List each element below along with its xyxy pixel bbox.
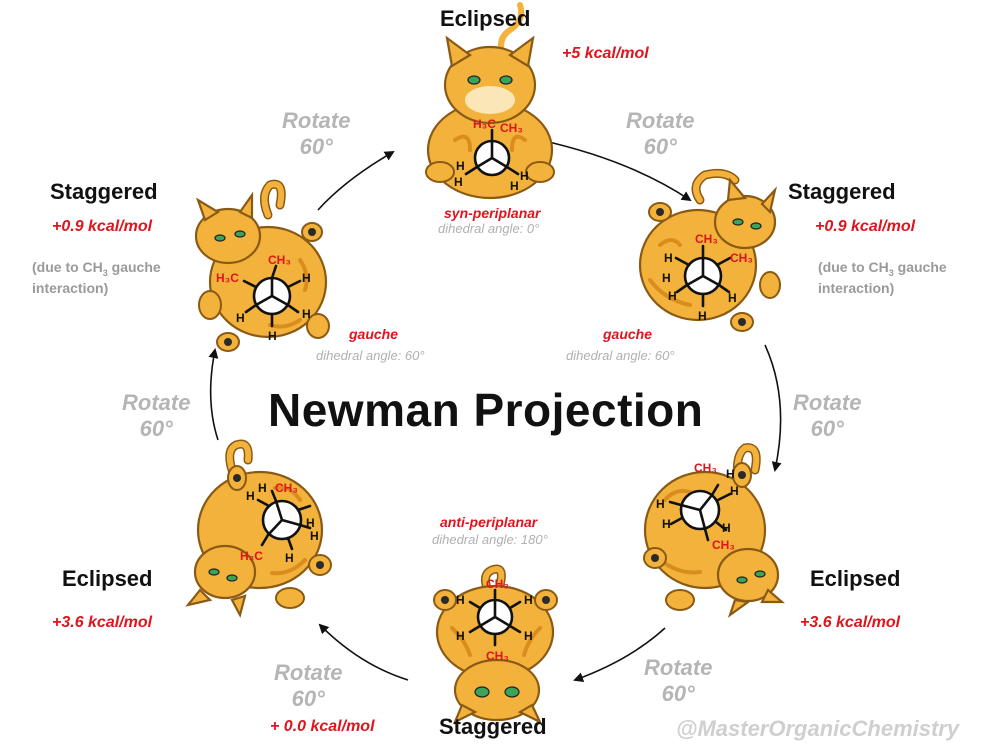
cat-illustration-lower-right: [643, 443, 785, 618]
atom-label-h: H: [302, 307, 311, 321]
atom-label-ch3: CH₃: [486, 577, 509, 591]
atom-label-h: H: [510, 179, 519, 193]
energy-label-lower-left: +3.6 kcal/mol: [52, 614, 153, 631]
dihedral-angle-upper-right: dihedral angle: 60°: [566, 348, 675, 363]
conformer-label-bottom: Staggered: [439, 714, 547, 739]
diagram-title: Newman Projection: [268, 384, 704, 436]
atom-label-h: H: [662, 517, 671, 531]
atom-label-h3c: H₃C: [473, 117, 496, 131]
energy-label-bottom: + 0.0 kcal/mol: [270, 718, 375, 735]
atom-label-h: H: [730, 484, 739, 498]
atom-label-h: H: [306, 516, 315, 530]
atom-labels: H₃C CH₃ H H H H CH₃ CH₃ H H H H H CH₃ H₃…: [216, 117, 753, 663]
conformer-label-lower-right: Eclipsed: [810, 566, 901, 591]
atom-label-ch3: CH₃: [268, 253, 291, 267]
atom-label-h: H: [726, 467, 735, 481]
atom-label-h: H: [236, 311, 245, 325]
dihedral-angle-bottom: dihedral angle: 180°: [432, 532, 548, 547]
cat-illustration-lower-left: [185, 439, 332, 618]
atom-label-h: H: [662, 271, 671, 285]
newman-projection-lower-left: [256, 489, 312, 551]
gauche-note-upper-right: (due to CH3 gauche interaction): [818, 259, 947, 296]
atom-label-h: H: [656, 497, 665, 511]
atom-label-h: H: [520, 169, 529, 183]
conformer-label-upper-left: Staggered: [50, 179, 158, 204]
atom-label-h3c: H₃C: [216, 271, 239, 285]
conformation-name-bottom: anti-periplanar: [440, 514, 538, 530]
atom-label-h: H: [698, 309, 707, 323]
atom-label-h: H: [524, 629, 533, 643]
atom-label-ch3: CH₃: [694, 461, 717, 475]
conformer-label-lower-left: Eclipsed: [62, 566, 153, 591]
atom-label-h: H: [524, 593, 533, 607]
dihedral-angle-upper-left: dihedral angle: 60°: [316, 348, 425, 363]
atom-label-ch3: CH₃: [712, 538, 735, 552]
atom-label-ch3: CH₃: [486, 649, 509, 663]
cat-illustration-upper-left: [194, 179, 330, 352]
dihedral-angle-top: dihedral angle: 0°: [438, 221, 540, 236]
atom-label-h: H: [664, 251, 673, 265]
atom-label-h: H: [310, 529, 319, 543]
atom-label-h: H: [246, 489, 255, 503]
energy-label-lower-right: +3.6 kcal/mol: [800, 614, 901, 631]
energy-label-upper-right: +0.9 kcal/mol: [815, 218, 916, 235]
newman-projection-lower-right: [668, 483, 732, 542]
atom-label-h: H: [668, 289, 677, 303]
conformer-label-upper-right: Staggered: [788, 179, 896, 204]
energy-label-top: +5 kcal/mol: [562, 45, 649, 62]
rotation-arrow-bottom-left: [318, 623, 409, 681]
atom-label-h: H: [456, 629, 465, 643]
atom-label-h: H: [722, 521, 731, 535]
conformation-name-upper-left: gauche: [349, 326, 399, 342]
newman-projection-top: [464, 128, 520, 177]
atom-label-h: H: [728, 291, 737, 305]
atom-label-h: H: [454, 175, 463, 189]
atom-label-ch3: CH₃: [730, 251, 753, 265]
conformer-label-top: Eclipsed: [440, 6, 531, 31]
newman-projection-bottom: [468, 588, 522, 647]
atom-label-h: H: [268, 329, 277, 343]
atom-label-h: H: [456, 593, 465, 607]
atom-label-h: H: [302, 271, 311, 285]
atom-label-h: H: [258, 481, 267, 495]
gauche-note-upper-left: (due to CH3 gauche interaction): [32, 259, 161, 296]
atom-label-h3c: H₃C: [240, 549, 263, 563]
newman-projection-upper-right: [674, 244, 732, 308]
atom-label-ch3: CH₃: [275, 481, 298, 495]
conformation-name-upper-right: gauche: [603, 326, 653, 342]
atom-label-ch3: CH₃: [500, 121, 523, 135]
energy-label-upper-left: +0.9 kcal/mol: [52, 218, 153, 235]
atom-label-h: H: [456, 159, 465, 173]
newman-projection-upper-left: [242, 264, 302, 328]
rotation-arrow-left: [208, 348, 219, 441]
rotation-arrow-top-right: [539, 139, 692, 202]
rotation-arrow-top-left: [317, 150, 395, 211]
atom-label-ch3: CH₃: [695, 232, 718, 246]
rotation-arrow-bottom-right: [573, 627, 666, 682]
cat-illustration-upper-right: [638, 168, 781, 332]
atom-label-h: H: [285, 551, 294, 565]
rotation-arrow-right: [764, 344, 782, 472]
watermark: @MasterOrganicChemistry: [676, 716, 960, 741]
conformation-name-top: syn-periplanar: [444, 205, 541, 221]
